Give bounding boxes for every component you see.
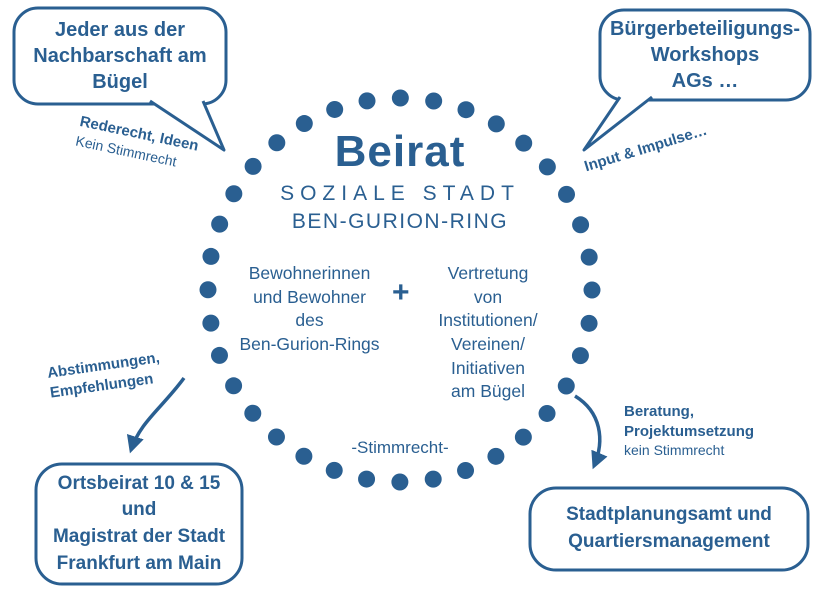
- stimmrecht-note: -Stimmrecht-: [351, 438, 449, 457]
- diagram-title: Beirat: [334, 127, 466, 176]
- institutions-group-text: Vertretung von Institutionen/ Vereinen/ …: [438, 263, 538, 402]
- arrow-to-ortsbeirat: [126, 376, 186, 454]
- ortsbeirat-box-text: Ortsbeirat 10 & 15 und Magistrat der Sta…: [52, 472, 226, 574]
- workshops-bubble-text: Bürgerbeteiligungs- Workshops AGs …: [609, 18, 800, 92]
- arrow-to-stadtplanungsamt: [574, 394, 608, 470]
- diagram-subtitle-2: BEN-GURION-RING: [291, 210, 509, 233]
- box-ortsbeirat: [34, 462, 244, 586]
- neighborhood-bubble-text: Jeder aus der Nachbarschaft am Bügel: [33, 19, 207, 93]
- dotted-circle: [199, 89, 601, 491]
- beratung-label: Beratung, Projektumsetzung: [624, 403, 755, 440]
- kein-stimmrecht-note-2: kein Stimmrecht: [624, 442, 725, 458]
- center-heading: Beirat SOZIALE STADT BEN-GURION-RING: [230, 130, 570, 234]
- diagram-subtitle-1: SOZIALE STADT: [280, 182, 520, 205]
- speech-bubble-top-right: [598, 8, 812, 102]
- stadtplanungsamt-box-text: Stadtplanungsamt und Quartiersmanagement: [566, 504, 772, 552]
- residents-group-text: Bewohnerinnen und Bewohner des Ben-Gurio…: [239, 263, 380, 354]
- speech-bubble-top-left: [12, 6, 228, 106]
- box-stadtplanungsamt: [528, 486, 810, 572]
- connector-label-bottom-right: Beratung, Projektumsetzung kein Stimmrec…: [624, 402, 754, 459]
- speech-bubble-top-right-tail: [582, 95, 653, 152]
- speech-bubble-top-left-tail: [149, 99, 226, 152]
- plus-sign: +: [392, 276, 410, 309]
